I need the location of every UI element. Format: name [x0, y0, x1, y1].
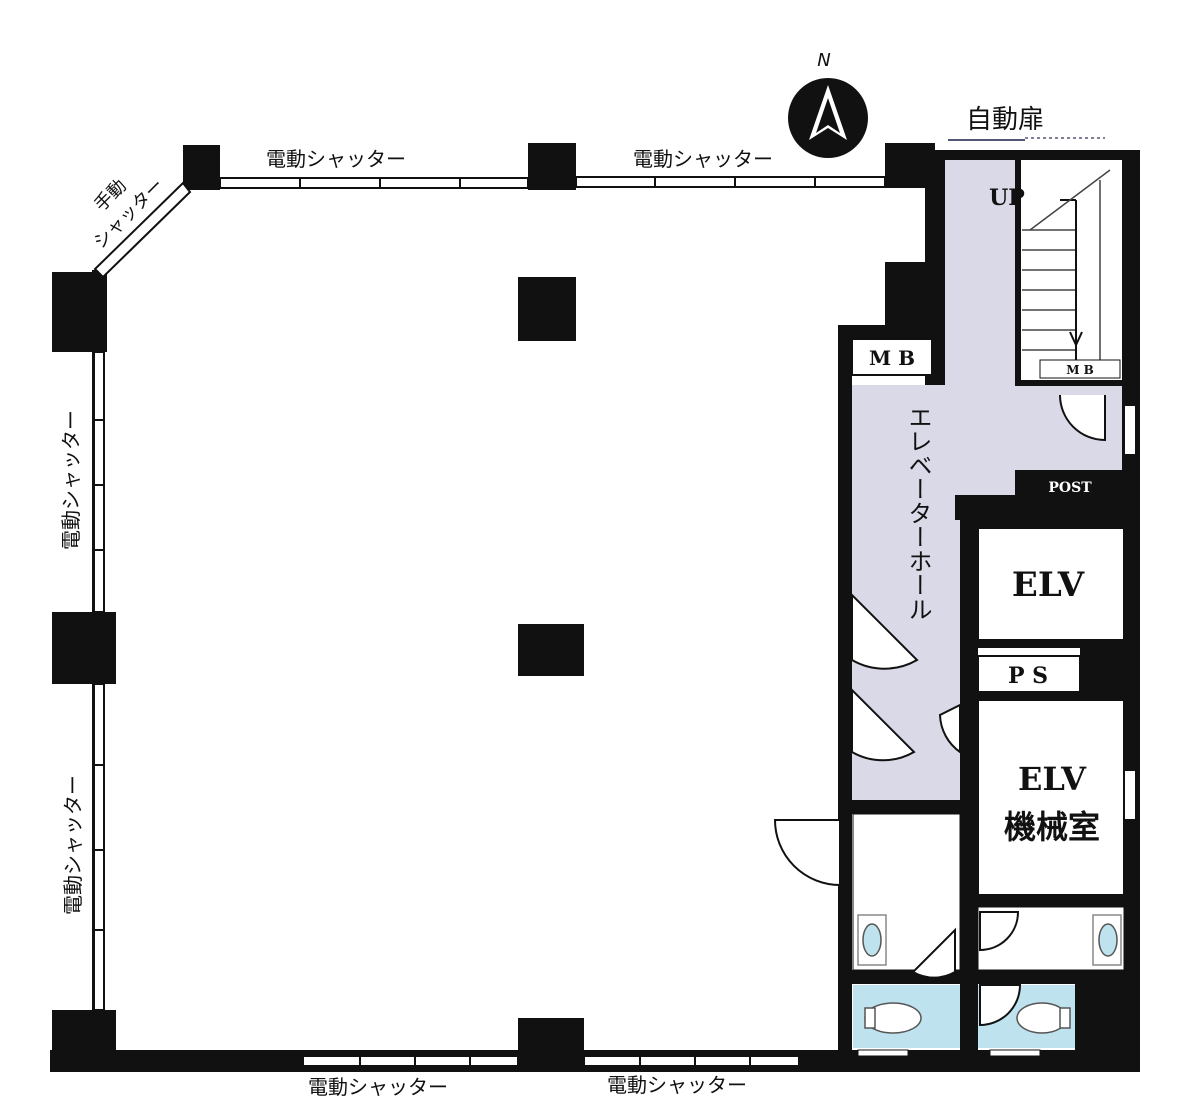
washbasin-right: [1092, 914, 1122, 966]
column-inner-lower: [518, 624, 584, 676]
ps-shaft: [977, 655, 1081, 693]
label-up: UP: [989, 185, 1025, 211]
columns: [52, 143, 935, 1070]
column-left-mid: [52, 612, 116, 684]
toilet-right-icon: [1016, 1002, 1071, 1034]
elv-shaft: [977, 527, 1125, 641]
label-mb-stair: M B: [1066, 363, 1094, 377]
toilet-left-sill: [857, 1049, 909, 1057]
label-elv-room-1: ELV: [1018, 760, 1087, 798]
elv-machine-room: [977, 699, 1125, 896]
column-core-upper: [885, 262, 935, 325]
stair-mb-box: [1039, 359, 1121, 379]
label-mb-main: M B: [869, 346, 915, 370]
manual-shutter: [93, 181, 192, 279]
doors: [773, 394, 1106, 1027]
right-window-lower: [1123, 769, 1137, 821]
label-post: POST: [1048, 480, 1092, 496]
label-shutter-bottom-left: 電動シャッター: [308, 1075, 448, 1099]
column-left-bottom: [52, 1010, 116, 1070]
toilet-right-sill: [989, 1049, 1041, 1057]
staircase: [1021, 160, 1122, 380]
compass-letter: N: [817, 50, 830, 71]
column-left-top: [52, 272, 107, 352]
label-ps: P S: [1008, 663, 1048, 689]
label-auto-door: 自動扉: [966, 105, 1044, 135]
label-shutter-top-left: 電動シャッター: [266, 147, 406, 171]
column-inner-upper: [518, 277, 576, 341]
label-elv: ELV: [1012, 565, 1085, 605]
label-elevator-hall: エレベーターホール: [904, 405, 932, 621]
compass-icon: [788, 78, 868, 158]
mb-box: [851, 338, 933, 376]
label-elv-room-2: 機械室: [1004, 808, 1100, 846]
washbasin-left: [857, 914, 887, 966]
shutters: [93, 176, 886, 1067]
right-window-upper: [1123, 404, 1137, 456]
label-shutter-left-upper: 電動シャッター: [59, 410, 83, 550]
column-top-left: [183, 145, 220, 190]
column-bottom-mid: [518, 1018, 584, 1070]
elevator-hall-zone: [852, 155, 1122, 800]
column-top-right: [885, 143, 935, 188]
toilet-left-icon: [864, 1002, 922, 1034]
label-shutter-left-lower: 電動シャッター: [61, 775, 85, 915]
label-shutter-top-right: 電動シャッター: [633, 147, 773, 171]
column-top-mid: [528, 143, 576, 190]
core-walls: [845, 160, 1130, 1054]
label-shutter-bottom-right: 電動シャッター: [607, 1073, 747, 1097]
